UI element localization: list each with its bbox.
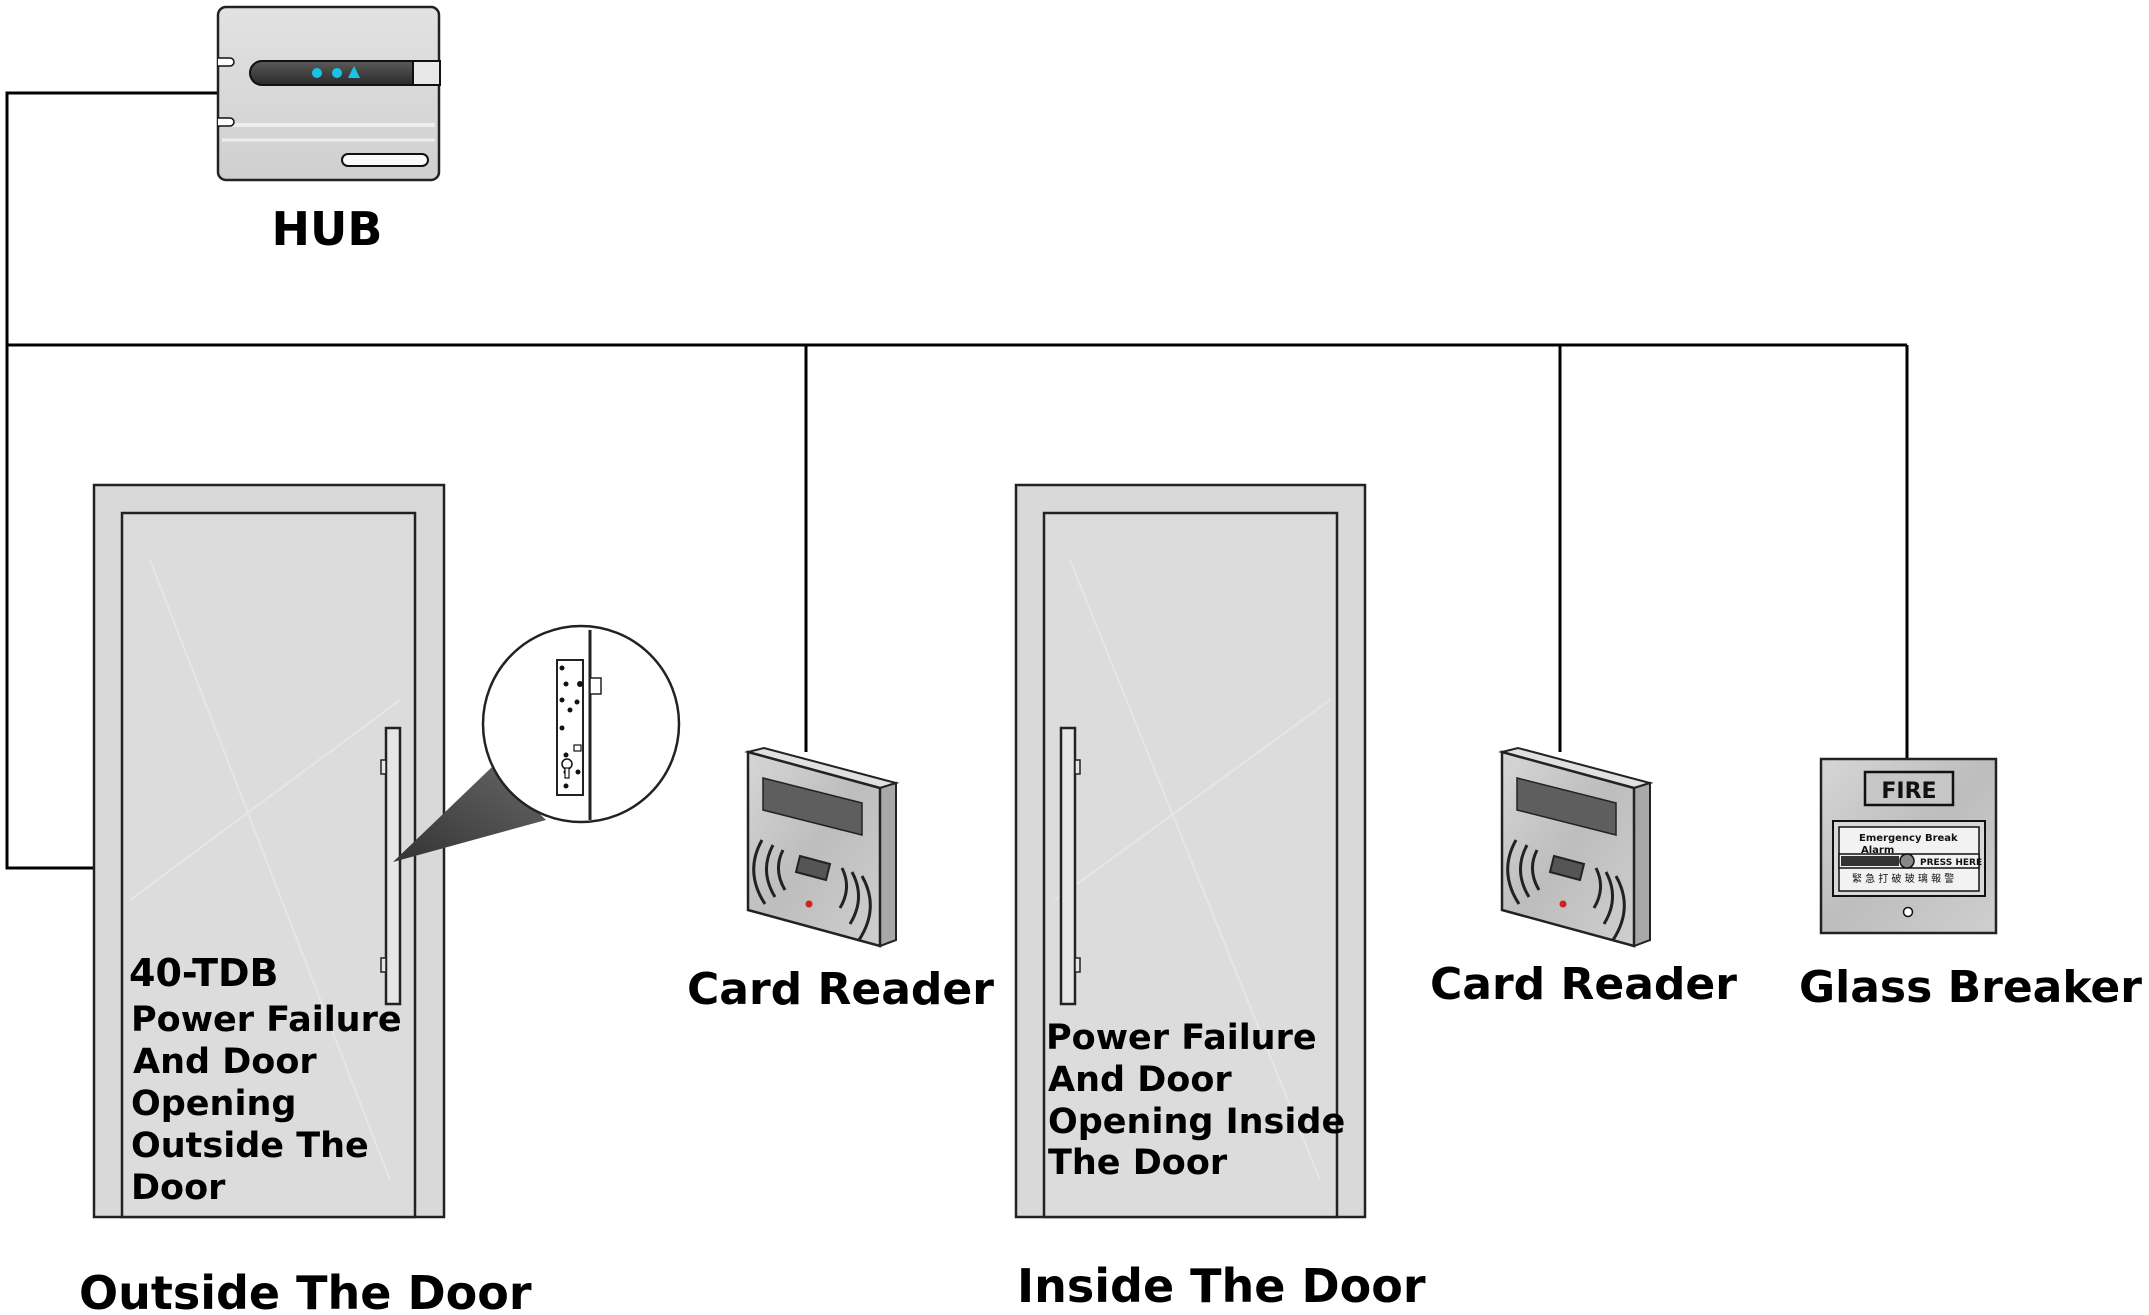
outside-door-desc-line-1: Power Failure bbox=[131, 1000, 402, 1040]
hub-label: HUB bbox=[272, 202, 383, 256]
glass-breaker-device: FIRE Emergency Break Alarm PRESS HERE 緊 … bbox=[1819, 757, 1998, 935]
hub-device bbox=[216, 5, 441, 182]
rfid-wave-icon bbox=[1506, 839, 1626, 941]
glass-breaker-label: Glass Breaker bbox=[1799, 962, 2142, 1013]
inside-door-desc-line-3: Opening Inside bbox=[1048, 1102, 1345, 1142]
card-reader-1 bbox=[744, 746, 900, 948]
reader-led bbox=[1559, 900, 1567, 908]
door-handle-inside bbox=[1059, 726, 1081, 1006]
outside-door-desc-line-2: And Door bbox=[133, 1042, 317, 1082]
mortise-lock-icon bbox=[556, 630, 602, 820]
outside-door-desc-line-3: Opening bbox=[131, 1084, 296, 1124]
hub-status-leds bbox=[312, 66, 360, 78]
glass-breaker-panel-text-2: Alarm bbox=[1861, 845, 1894, 856]
reader-led bbox=[805, 900, 813, 908]
outside-door-desc-line-4: Outside The bbox=[131, 1126, 369, 1166]
card-reader-2 bbox=[1498, 746, 1654, 948]
rfid-wave-icon bbox=[752, 839, 872, 941]
door-handle-outside bbox=[380, 726, 402, 1006]
press-here-text: PRESS HERE bbox=[1920, 858, 1982, 868]
outside-door-caption: Outside The Door bbox=[79, 1266, 532, 1315]
fire-sign-text: FIRE bbox=[1881, 779, 1936, 804]
inside-door bbox=[1014, 483, 1367, 1219]
inside-door-desc-line-4: The Door bbox=[1048, 1143, 1228, 1183]
lock-model-label: 40-TDB bbox=[129, 951, 279, 995]
inside-door-desc-line-1: Power Failure bbox=[1046, 1018, 1317, 1058]
card-reader-1-label: Card Reader bbox=[687, 964, 994, 1015]
card-reader-2-label: Card Reader bbox=[1430, 959, 1737, 1010]
inside-door-desc-line-2: And Door bbox=[1048, 1060, 1232, 1100]
outside-door bbox=[92, 483, 446, 1219]
outside-door-desc-line-5: Door bbox=[131, 1168, 226, 1208]
glass-breaker-chinese-text: 緊 急 打 破 玻 璃 報 警 bbox=[1852, 872, 1954, 885]
glass-breaker-panel-text: Emergency Break bbox=[1859, 833, 1958, 844]
lock-zoom-callout bbox=[393, 624, 681, 862]
inside-door-caption: Inside The Door bbox=[1017, 1259, 1426, 1313]
